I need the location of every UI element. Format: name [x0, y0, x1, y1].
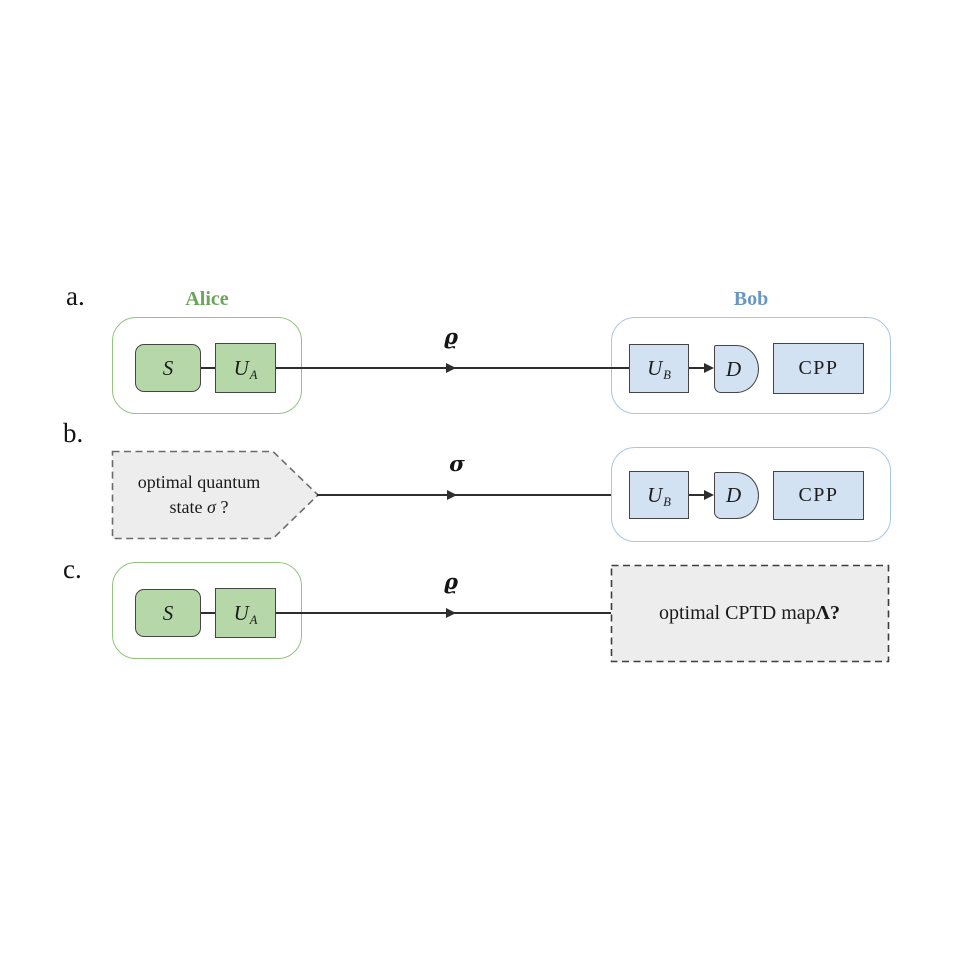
question-state-shape	[111, 450, 320, 540]
question-state-line1: optimal quantum	[137, 472, 261, 492]
arrowhead-ub-d-a	[704, 363, 714, 373]
panel-label-b: b.	[63, 418, 84, 448]
alice-unitary-label-a: U	[233, 355, 249, 380]
source-label-c: S	[162, 600, 174, 625]
source-box-c: S	[135, 589, 201, 637]
alice-unitary-sub-c: A	[249, 612, 258, 627]
channel-label-c: ϱ	[444, 569, 458, 594]
source-label-a: S	[162, 355, 174, 380]
detector-box-b: D	[714, 472, 759, 519]
channel-arrowhead-b	[447, 490, 457, 500]
question-map-text: optimal CPTD map Λ?	[658, 602, 840, 624]
wire-ub-d-a	[687, 367, 706, 369]
question-state-text: optimal quantum state σ ?	[120, 470, 278, 520]
panel-label-c: c.	[63, 554, 82, 584]
cpp-label-a: CPP	[798, 357, 839, 379]
sigma-symbol: σ	[207, 497, 216, 517]
detector-label-a: D	[726, 356, 742, 381]
bob-unitary-label-b: U	[647, 482, 663, 507]
channel-label-b: σ	[449, 451, 465, 476]
cpp-label-b: CPP	[798, 484, 839, 506]
alice-unitary-sub-a: A	[249, 367, 258, 382]
arrowhead-ub-d-b	[704, 490, 714, 500]
cpp-box-a: CPP	[773, 343, 864, 394]
source-box-a: S	[135, 344, 201, 392]
alice-title: Alice	[185, 288, 229, 310]
wire-ub-d-b	[687, 494, 706, 496]
bob-unitary-label-a: U	[647, 356, 663, 380]
channel-arrowhead-c	[446, 608, 456, 618]
channel-arrowhead-a	[446, 363, 456, 373]
bob-unitary-sub-b: B	[663, 494, 671, 509]
wire-s-ua-c	[199, 612, 217, 614]
cpp-box-b: CPP	[773, 471, 864, 520]
detector-label-b: D	[726, 483, 742, 507]
channel-wire-c	[274, 612, 611, 614]
panel-label-a: a.	[66, 281, 85, 311]
question-map-shape	[610, 564, 890, 663]
alice-unitary-label-c: U	[233, 600, 249, 625]
channel-label-a: ϱ	[444, 324, 458, 349]
channel-wire-b	[317, 494, 611, 496]
bob-title: Bob	[733, 288, 769, 310]
bob-unitary-sub-a: B	[663, 368, 671, 382]
wire-s-ua-a	[199, 367, 217, 369]
detector-box-a: D	[714, 345, 759, 393]
lambda-symbol: Λ?	[815, 602, 840, 624]
question-state-line2: state σ ?	[169, 497, 229, 517]
